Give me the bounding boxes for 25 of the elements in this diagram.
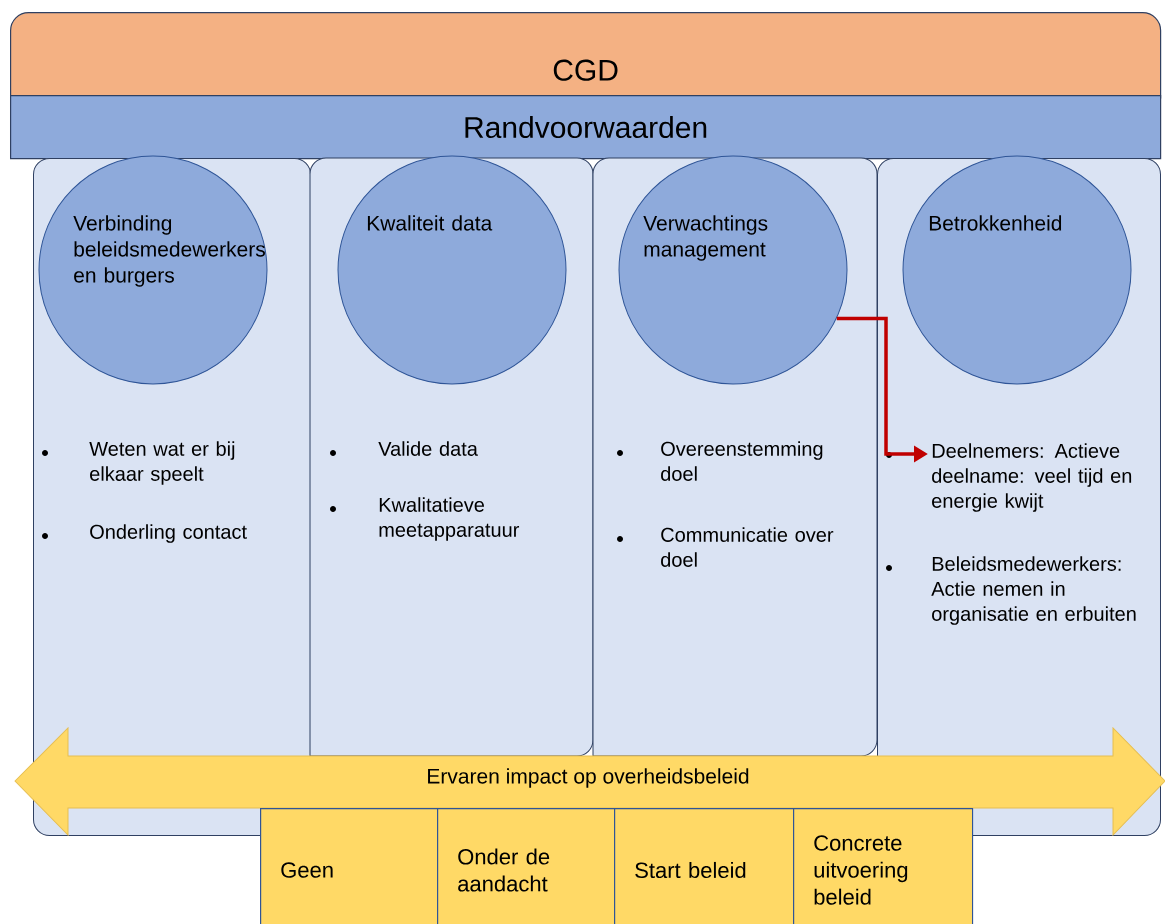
node-label: Onderling contact	[90, 524, 247, 543]
scale-box: Concrete uitvoering beleid	[793, 808, 974, 924]
bullet-item: Valide data	[330, 441, 478, 456]
bullet-item: Deelnemers: Actieve deelname: veel tijd en energie kwijt	[886, 443, 1132, 512]
bullet-item: Onderling contact	[42, 524, 247, 543]
node-label: Onder de aandacht	[458, 848, 550, 892]
node-label: Start beleid	[635, 861, 746, 879]
node-label: Deelnemers: Actieve deelname: veel tijd en energie kwijt	[932, 443, 1132, 512]
bullet-item: Kwalitatieve meetapparatuur	[330, 497, 520, 541]
scale-box: Geen	[260, 808, 439, 924]
scale-box: Start beleid	[614, 808, 795, 924]
bullet-item: Weten wat er bij elkaar speelt	[42, 441, 235, 485]
node-label: Overeenstemming doel	[661, 441, 823, 481]
node-label: Valide data	[378, 441, 478, 456]
node-label: Kwalitatieve meetapparatuur	[379, 497, 520, 541]
bullet-item: Overeenstemming doel	[617, 441, 823, 481]
node-label: Communicatie over doel	[661, 527, 834, 567]
scale-box: Onder de aandacht	[437, 808, 616, 924]
node-label: Beleidsmedewerkers: Actie nemen in organisatie en erbuiten	[931, 556, 1136, 625]
node-label: Weten wat er bij elkaar speelt	[89, 441, 235, 485]
header-bar: Randvoorwaarden	[10, 95, 1162, 160]
node-label: Geen	[281, 862, 333, 878]
node-label: Ervaren impact op overheidsbeleid	[428, 768, 749, 788]
bullet-item: Beleidsmedewerkers: Actie nemen in organisatie en erbuiten	[886, 556, 1136, 625]
bullet-item: Communicatie over doel	[617, 527, 834, 567]
